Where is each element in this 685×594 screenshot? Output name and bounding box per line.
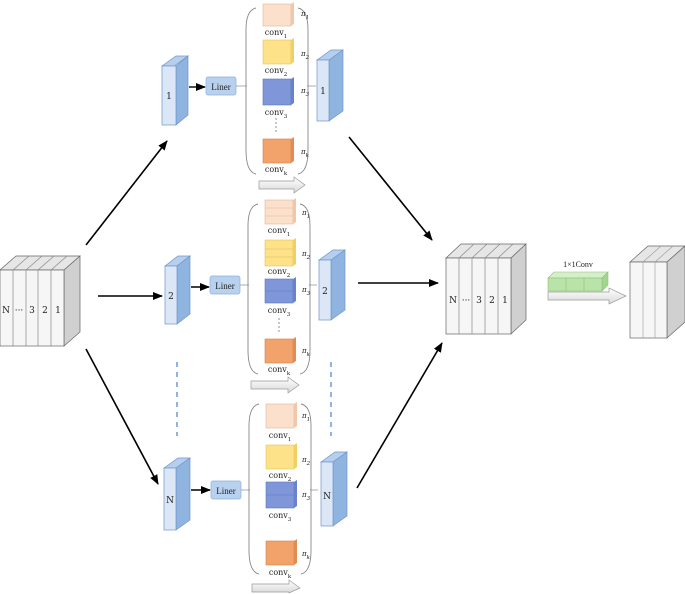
branch-2-conv-2: conv2 π2	[264, 238, 311, 279]
branch-1: 1 Liner conv1 π1 conv2 π2 conv3 π3	[160, 2, 345, 194]
arrow-input-to-branch-n	[85, 348, 159, 485]
output-stack-label-1: 1	[502, 296, 508, 306]
branch-2-conv-k: convk πk	[264, 337, 311, 377]
one-by-one-conv-label: 1×1Conv	[563, 260, 593, 269]
branch-n-input-label: N	[166, 496, 174, 506]
branch-1-output-label: 1	[320, 87, 326, 97]
branch-n-output-label: N	[323, 492, 331, 502]
branch-1-pi-k: πk	[300, 148, 310, 159]
branch-n-flow-arrow	[251, 579, 301, 594]
output-stack-label-2: 2	[489, 296, 495, 306]
input-feature-stack: N ··· 3 2 1	[0, 255, 81, 347]
input-stack-label-2: 2	[42, 306, 48, 316]
output-stack-label-n: N	[449, 296, 457, 306]
branch-2: 2 Liner conv1 π1 conv2 π2	[163, 198, 347, 394]
branch-n-input-block: N	[162, 457, 192, 531]
branch-n-conv-3-label: conv3	[269, 511, 292, 523]
branch-n-conv-2-label: conv2	[269, 471, 291, 483]
arrow-branch-1-to-output	[348, 136, 433, 241]
branch-n-liner-label: Liner	[216, 486, 236, 496]
branch-2-pi-k: πk	[301, 347, 311, 358]
branch-1-conv-1-label: conv1	[265, 28, 287, 40]
branch-n-pi-3: π3	[301, 491, 311, 502]
branch-1-pi-2: π2	[300, 50, 310, 61]
branch-1-liner-label: Liner	[211, 82, 231, 92]
input-stack-label-1: 1	[55, 306, 61, 316]
branch-2-output-block: 2	[317, 249, 347, 321]
branch-n-conv-3: conv3 π3	[265, 480, 311, 523]
branch-2-conv-1: conv1 π1	[264, 198, 310, 238]
branch-1-conv-1: conv1 π1	[262, 2, 309, 40]
branch-2-conv-2-label: conv2	[268, 267, 290, 279]
arrow-branch-n-to-output	[356, 342, 443, 489]
input-stack-label-3: 3	[29, 306, 35, 316]
output-stack-label-3: 3	[476, 296, 482, 306]
branch-n: N Liner conv1 π1 conv2 π2 conv3 π3	[162, 402, 349, 594]
branch-1-pi-3: π3	[300, 87, 310, 98]
branch-n-conv-k-label: convk	[269, 568, 292, 580]
one-by-one-flow-arrow	[547, 287, 627, 305]
branch-2-pi-3: π3	[301, 286, 311, 297]
branch-2-pi-2: π2	[301, 250, 311, 261]
branch-1-conv-k-label: convk	[265, 165, 288, 177]
branch-1-conv-2-label: conv2	[265, 66, 287, 78]
branch-n-pi-k: πk	[301, 550, 311, 561]
branch-n-conv-1-label: conv1	[269, 431, 291, 443]
input-stack-label-ellipsis: ···	[15, 306, 24, 316]
branch-1-pi-1: π1	[300, 10, 309, 21]
branch-n-conv-2: conv2 π2	[265, 443, 311, 483]
one-by-one-conv: 1×1Conv	[547, 260, 627, 305]
output-stack-label-ellipsis: ···	[462, 296, 471, 306]
arrow-input-to-branch-1	[85, 140, 168, 246]
branch-1-input-label: 1	[166, 92, 172, 102]
branch-n-liner: Liner	[210, 480, 242, 500]
input-stack-label-n: N	[2, 306, 10, 316]
branch-2-conv-1-label: conv1	[268, 226, 290, 238]
branch-2-conv-k-label: convk	[268, 365, 291, 377]
branch-1-liner: Liner	[205, 76, 237, 96]
final-output-block	[629, 245, 685, 339]
branch-1-input-block: 1	[160, 55, 190, 126]
branch-2-pi-1: π1	[301, 209, 310, 220]
branch-n-output-block: N	[319, 451, 349, 527]
branch-n-conv-1: conv1 π1	[265, 402, 310, 443]
branch-1-output-block: 1	[315, 49, 345, 122]
branch-2-liner-label: Liner	[215, 281, 235, 291]
branch-2-input-block: 2	[163, 255, 192, 325]
branch-2-conv-3-label: conv3	[268, 306, 291, 318]
branch-1-conv-2: conv2 π2	[262, 38, 310, 78]
branch-1-conv-3: conv3 π3	[262, 77, 310, 120]
branch-2-liner: Liner	[209, 275, 241, 295]
branch-n-pi-1: π1	[301, 412, 310, 423]
branch-1-flow-arrow	[258, 176, 306, 194]
branch-n-pi-2: π2	[301, 456, 311, 467]
branch-2-output-label: 2	[322, 287, 328, 297]
branch-2-flow-arrow	[250, 376, 300, 394]
output-feature-stack: N ··· 3 2 1	[445, 243, 527, 335]
branch-n-conv-k: convk πk	[265, 539, 311, 580]
branch-2-input-label: 2	[168, 292, 174, 302]
branch-2-conv-3: conv3 π3	[264, 277, 311, 318]
